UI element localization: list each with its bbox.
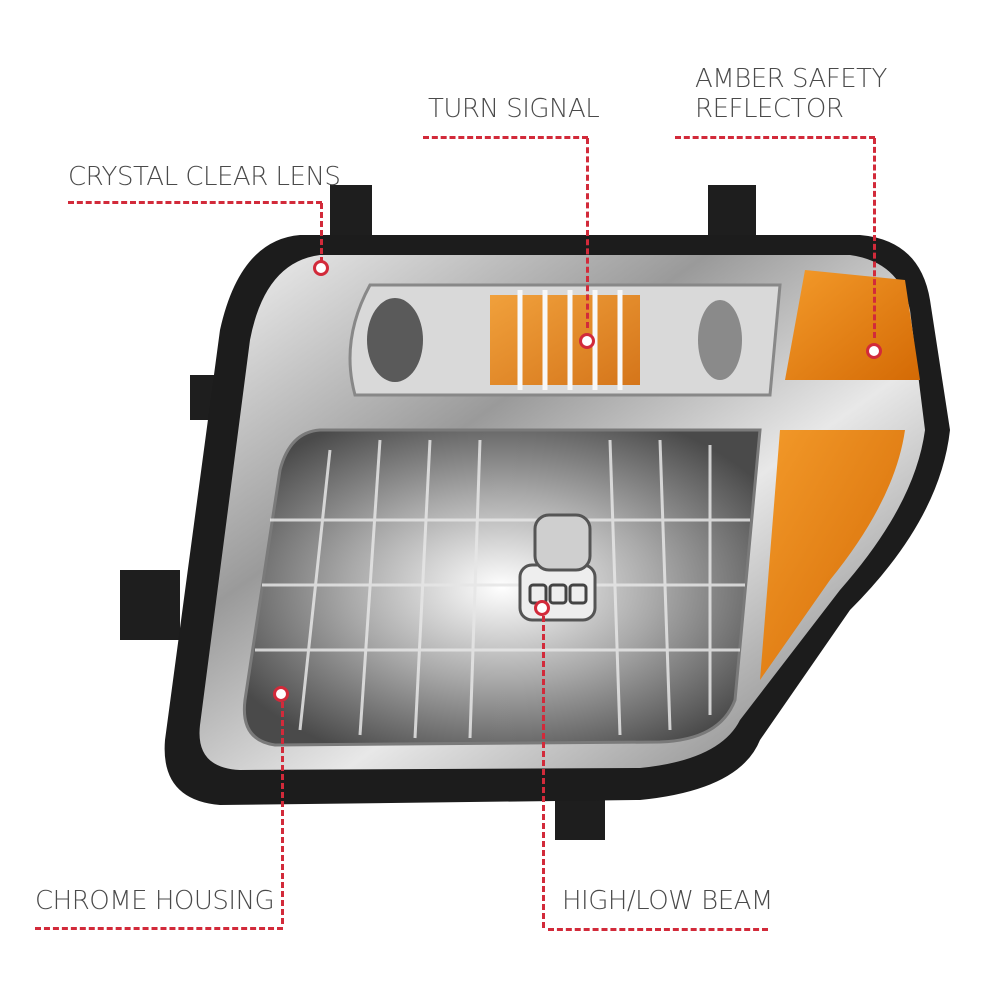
callout-crystal-clear-lens-leader	[320, 203, 323, 263]
callout-high-low-beam-line	[548, 928, 768, 931]
callout-high-low-beam-leader	[542, 616, 545, 928]
callout-chrome-housing-label: CHROME HOUSING	[35, 886, 275, 916]
callout-amber-reflector-label-line1: AMBER SAFETY	[695, 64, 887, 94]
callout-turn-signal-marker	[579, 333, 595, 349]
callout-chrome-housing-line	[35, 927, 283, 930]
callout-amber-reflector-marker	[866, 343, 882, 359]
callout-high-low-beam-marker	[534, 600, 550, 616]
callout-crystal-clear-lens-line	[68, 201, 322, 204]
callout-chrome-housing-marker	[273, 686, 289, 702]
callout-crystal-clear-lens-marker	[313, 260, 329, 276]
callout-turn-signal-leader	[586, 138, 589, 328]
callout-amber-reflector-label-line2: REFLECTOR	[695, 94, 844, 124]
callout-turn-signal-label: TURN SIGNAL	[428, 94, 600, 124]
callout-chrome-housing-leader	[281, 702, 284, 924]
callout-turn-signal-line	[423, 136, 588, 139]
callout-crystal-clear-lens-label: CRYSTAL CLEAR LENS	[68, 162, 341, 192]
callout-amber-reflector-line	[675, 136, 875, 139]
callout-amber-reflector-leader	[873, 138, 876, 338]
callout-high-low-beam-label: HIGH/LOW BEAM	[562, 886, 773, 916]
